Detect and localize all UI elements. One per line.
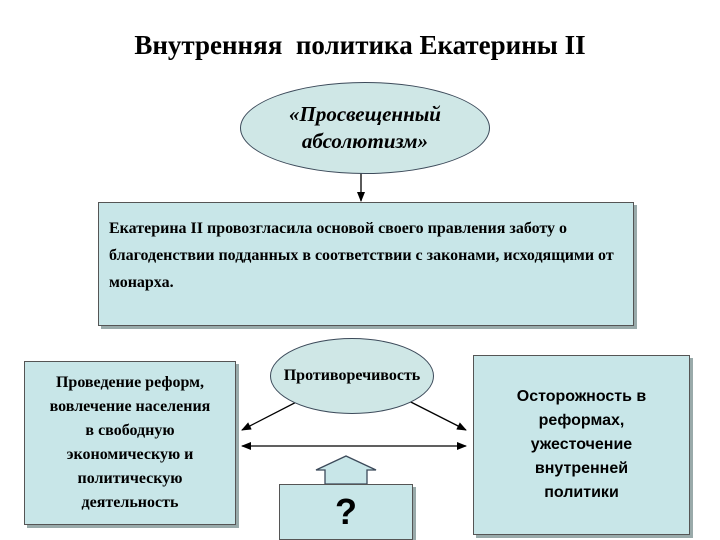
enlightened-absolutism-ellipse: «Просвещенный абсолютизм» — [240, 82, 490, 174]
question-box: ? — [279, 484, 413, 540]
block-arrow-up — [315, 455, 377, 485]
caution-box: Осторожность в реформах, ужесточение вну… — [473, 355, 690, 535]
reforms-box: Проведение реформ, вовлечение населения … — [24, 361, 236, 525]
page-title: Внутренняя политика Екатерины II — [134, 30, 586, 60]
main-statement-box: Екатерина II провозгласила основой своег… — [98, 202, 634, 326]
contradiction-ellipse: Противоречивость — [270, 338, 434, 414]
